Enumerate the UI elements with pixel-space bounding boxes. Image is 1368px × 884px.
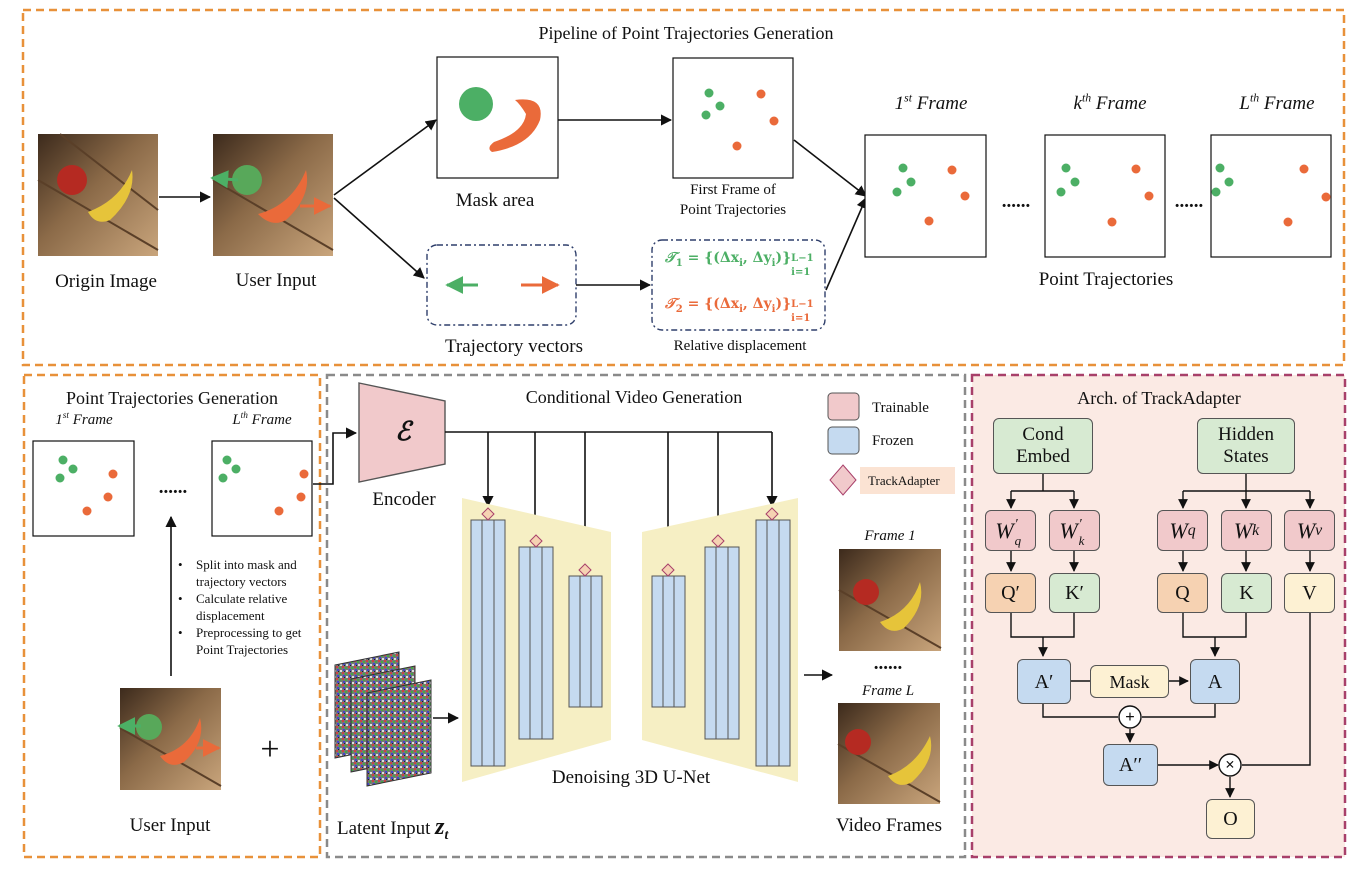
legend-frozen-swatch — [827, 426, 860, 455]
unet-block-5 — [704, 546, 740, 740]
wq-prime-node: W′q — [985, 510, 1036, 551]
frame-lth-title: Lth Frame — [1239, 91, 1315, 114]
unet-block-2 — [518, 546, 554, 740]
encoder-symbol: ℰ — [395, 417, 411, 446]
unet-block-6 — [755, 519, 791, 767]
legend-trackadapter-label: TrackAdapter — [868, 473, 940, 488]
relative-displacement-label: Relative displacement — [673, 338, 807, 354]
dots-top-2: ...... — [1174, 191, 1204, 212]
first-frame-label-1: First Frame of — [690, 182, 776, 198]
arch-connectors — [1006, 474, 1315, 798]
plus-sign: + — [260, 731, 280, 768]
legend-trainable-label: Trainable — [872, 400, 929, 416]
first-frame-label-2: Point Trajectories — [679, 202, 787, 218]
k-prime-node: K′ — [1049, 573, 1100, 613]
point-trajectories-label: Point Trajectories — [1038, 269, 1174, 290]
legend-trackadapter-swatch — [829, 464, 857, 496]
legend-frozen-label: Frozen — [872, 433, 914, 449]
mask-area-box — [436, 56, 559, 179]
trajectory-vectors-label: Trajectory vectors — [444, 336, 584, 357]
user-input-label-bottom: User Input — [129, 815, 211, 836]
trackadapter-diamonds — [481, 507, 779, 577]
output-frame-L — [837, 703, 941, 804]
multiply-symbol: × — [1225, 755, 1235, 774]
unet-label: Denoising 3D U-Net — [551, 767, 711, 788]
encoder-label: Encoder — [372, 489, 436, 510]
v-node: V — [1284, 573, 1335, 613]
ptg-frame-1 — [32, 440, 135, 537]
bullet-item-3: •Preprocessing to get — [178, 625, 302, 640]
cvg-section-border — [325, 373, 967, 859]
mask-area-label: Mask area — [455, 190, 535, 211]
cvg-dots: ...... — [873, 653, 903, 674]
pipeline-section-border — [21, 8, 1346, 367]
trajectory-frame-1 — [864, 134, 987, 258]
relative-displacement-box — [651, 239, 826, 331]
unet-block-4 — [651, 575, 686, 708]
a-node: A — [1190, 659, 1240, 704]
latent-input-label: Latent Input zt — [337, 814, 449, 842]
wk-prime-node: W′k — [1049, 510, 1100, 551]
dots-top-1: ...... — [1001, 191, 1031, 212]
user-input-image-top — [210, 134, 334, 256]
ptg-frame-lth-title: Lth Frame — [232, 411, 292, 428]
bullet-item-1-cont: trajectory vectors — [196, 574, 287, 589]
arch-title: Arch. of TrackAdapter — [1077, 388, 1241, 408]
bullet-item-2: •Calculate relative — [178, 591, 288, 606]
ptg-dots: ...... — [158, 477, 188, 498]
unet-block-1 — [470, 519, 506, 767]
a-prime-node: A′ — [1017, 659, 1071, 704]
bullet-item-2-cont: displacement — [196, 608, 265, 623]
origin-image-label: Origin Image — [55, 271, 157, 292]
frame-kth-title: kth Frame — [1073, 91, 1147, 114]
pipeline-title: Pipeline of Point Trajectories Generatio… — [538, 23, 834, 43]
latent-noise-stack — [334, 651, 432, 787]
q-prime-node: Q′ — [985, 573, 1036, 613]
output-frame-1 — [838, 549, 942, 651]
o-node: O — [1206, 799, 1255, 839]
ptg-bullet-list: •Split into mask and trajectory vectors … — [178, 556, 301, 658]
ptg-title: Point Trajectories Generation — [66, 388, 278, 408]
user-input-label-top: User Input — [235, 270, 317, 291]
q-node: Q — [1157, 573, 1208, 613]
trajectory-frame-k — [1044, 134, 1166, 258]
k-node: K — [1221, 573, 1272, 613]
mask-node: Mask — [1090, 665, 1169, 698]
legend-trainable-swatch — [827, 392, 860, 421]
add-symbol: + — [1125, 707, 1135, 726]
user-input-image-bottom — [117, 688, 222, 790]
origin-image — [37, 133, 159, 256]
encoder-block — [358, 382, 446, 483]
ptg-section-border — [22, 373, 322, 859]
ptg-frame-1st-title: 1st Frame — [55, 411, 113, 428]
frame-1st-title: 1st Frame — [894, 91, 968, 114]
video-frames-label: Video Frames — [836, 815, 942, 836]
trajectory-vectors-box — [426, 244, 577, 326]
ptg-frame-L — [211, 440, 313, 537]
bullet-item-3-cont: Point Trajectories — [196, 642, 289, 657]
add-node — [1118, 705, 1142, 729]
bullet-item-1: •Split into mask and — [178, 557, 297, 572]
first-frame-box — [672, 57, 794, 179]
a-double-prime-node: A′′ — [1103, 744, 1158, 786]
trajectory-frame-L — [1210, 134, 1332, 258]
multiply-node — [1218, 753, 1242, 777]
frame-L-label: Frame L — [861, 683, 915, 699]
unet-block-3 — [568, 575, 603, 708]
cvg-title: Conditional Video Generation — [525, 387, 743, 407]
legend-trackadapter-label-bg — [860, 467, 955, 494]
frame-1-label: Frame 1 — [864, 528, 916, 544]
